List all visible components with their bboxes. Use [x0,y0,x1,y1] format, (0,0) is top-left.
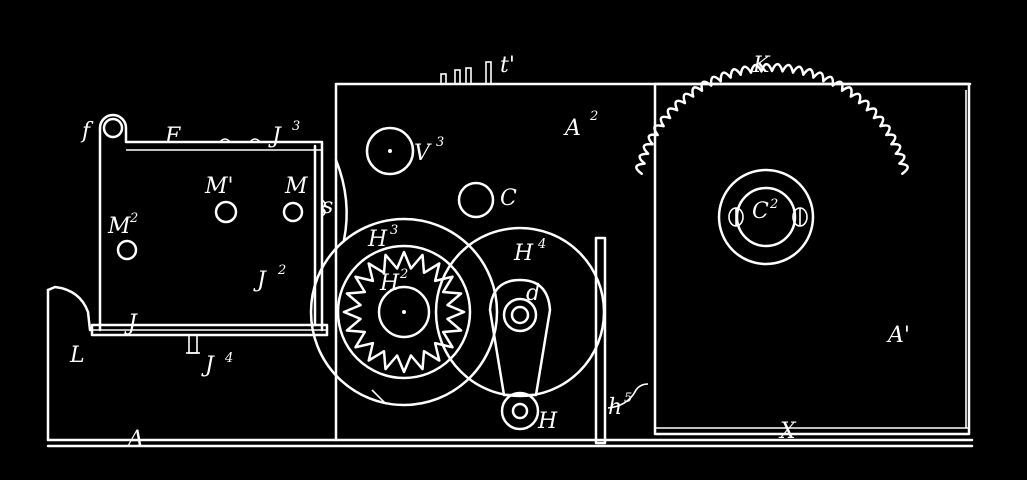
base-plate [46,285,974,448]
label-j3: J [268,124,282,149]
label-t1: t' [500,53,515,78]
label-m1: M' [204,174,234,199]
label-j4: J [201,353,215,378]
wheel-h3 [309,217,499,407]
svg-text:2: 2 [277,263,286,278]
label-a: A [126,427,144,452]
hole-m [282,201,304,223]
label-h3: H [367,227,388,252]
svg-text:3: 3 [390,223,398,238]
svg-text:3: 3 [292,119,300,134]
hole-m2 [116,239,138,261]
label-h4: H [513,241,534,266]
label-f: F [164,124,181,149]
label-f-small: f [80,119,94,144]
box-a1 [653,82,971,436]
label-v3: V [414,141,432,166]
label-s: s [322,194,333,219]
housing-j2 [98,113,326,332]
svg-text:5: 5 [624,391,632,406]
label-x: X [778,419,797,444]
label-k: K [752,53,771,78]
label-a2: A [563,116,581,141]
svg-text:4: 4 [224,351,233,366]
label-j: J [124,311,138,336]
frame-a2 [334,82,972,442]
label-a1: A' [886,323,910,348]
svg-text:3: 3 [436,135,444,150]
svg-text:2: 2 [769,197,778,212]
label-m: M [284,174,308,199]
label-h2: H [379,271,400,296]
hole-c [457,181,495,219]
label-d: d [526,281,540,306]
label-j2: J [253,268,267,293]
hub-c2 [717,168,815,266]
hole-v3 [365,126,415,176]
label-h5: h [608,395,622,420]
label-c: C [500,186,517,211]
label-m2: M [107,214,131,239]
svg-text:2: 2 [129,211,138,226]
svg-text:2: 2 [589,109,598,124]
gear-k-teeth [635,62,909,175]
label-h: H [537,409,558,434]
labels: K t' A 2 V 3 C C 2 A' X A L f F J 3 M' M… [69,53,910,452]
label-c2: C [752,199,769,224]
post-h5 [594,236,649,445]
studs-t1 [440,61,492,85]
tray-j [90,323,329,354]
hole-m1 [214,200,238,224]
label-l: L [69,343,85,368]
svg-text:2: 2 [399,267,408,282]
svg-text:4: 4 [537,237,546,252]
